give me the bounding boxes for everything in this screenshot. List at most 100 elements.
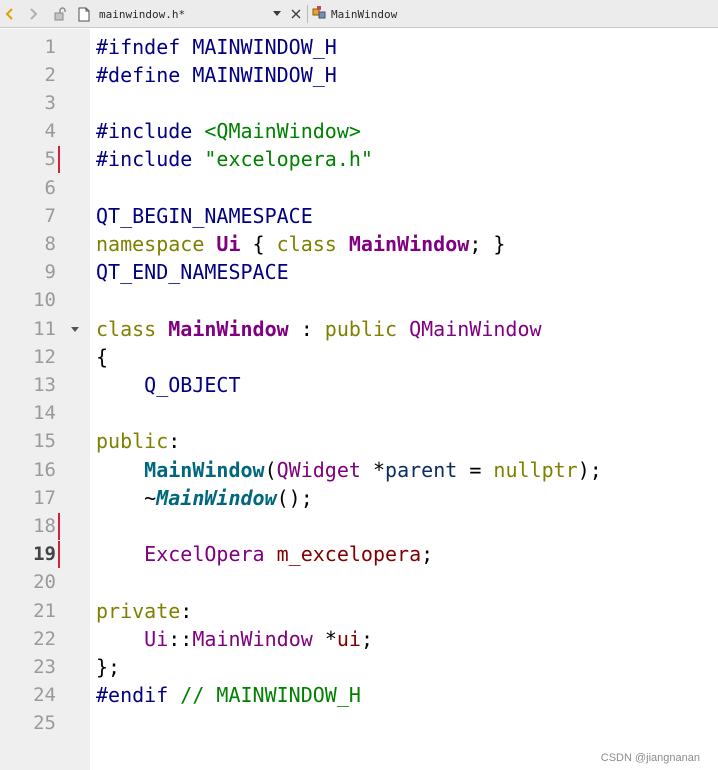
line-number: 25 (33, 712, 56, 735)
code-text-area[interactable] (90, 29, 718, 770)
code-token: // MAINWINDOW_H (180, 683, 361, 708)
code-token: : (168, 429, 181, 454)
code-token: private (96, 598, 181, 623)
code-line[interactable]: 19 ExcelOpera m_excelopera; (0, 540, 718, 569)
code-token: : (288, 316, 325, 341)
code-line[interactable]: 2#define MAINWINDOW_H (0, 61, 718, 89)
code-text: #endif // MAINWINDOW_H (96, 681, 361, 709)
line-number: 16 (33, 458, 56, 481)
code-text: MainWindow(QWidget *parent = nullptr); (96, 456, 602, 484)
code-token: public (96, 429, 169, 454)
code-line[interactable]: 15 public: (0, 427, 718, 455)
line-number: 13 (33, 373, 56, 396)
code-token (96, 627, 144, 651)
code-token: QWidget (276, 457, 361, 482)
code-token: MainWindow (168, 316, 289, 341)
code-line[interactable]: 23}; (0, 653, 718, 681)
code-token: = (457, 457, 494, 482)
chevron-left-icon[interactable] (1, 4, 19, 24)
code-token: <QMainWindow> (204, 119, 361, 144)
document-icon (75, 4, 93, 24)
code-line[interactable]: 13 Q_OBJECT (0, 371, 718, 399)
line-number: 23 (33, 655, 56, 678)
line-number: 20 (33, 571, 56, 594)
code-token: ; (421, 542, 434, 567)
code-line[interactable]: 17 ~MainWindow(); (0, 484, 718, 512)
code-token: MainWindow (156, 485, 277, 510)
code-line[interactable]: 16 MainWindow(QWidget *parent = nullptr)… (0, 456, 718, 484)
close-icon[interactable] (287, 4, 305, 24)
code-line[interactable]: 3 (0, 89, 718, 117)
code-text: ~MainWindow(); (96, 484, 313, 512)
line-number: 3 (44, 91, 56, 114)
code-line[interactable]: 1#ifndef MAINWINDOW_H (0, 33, 718, 61)
code-line[interactable]: 14 (0, 399, 718, 427)
code-token (96, 542, 144, 566)
code-token: ; } (469, 231, 506, 256)
code-text: #define MAINWINDOW_H (96, 61, 337, 89)
code-line[interactable]: 20 (0, 568, 718, 596)
toolbar-divider (307, 5, 308, 23)
code-token: : (180, 598, 193, 623)
code-line[interactable]: 18 (0, 512, 718, 540)
code-token: ( (264, 457, 277, 482)
symbol-name: MainWindow (331, 7, 398, 21)
code-line[interactable]: 12 { (0, 343, 718, 371)
code-text: #ifndef MAINWINDOW_H (96, 33, 337, 61)
file-name: mainwindow.h* (99, 7, 186, 21)
code-token: (); (276, 485, 313, 510)
code-token: MainWindow (144, 457, 265, 482)
code-line[interactable]: 24#endif // MAINWINDOW_H (0, 681, 718, 709)
code-token: Ui (216, 231, 241, 256)
change-marker (58, 512, 60, 540)
code-token: #define MAINWINDOW_H (96, 62, 337, 87)
fold-arrow-icon[interactable] (71, 326, 79, 332)
code-text: #include "excelopera.h" (96, 145, 373, 173)
code-line[interactable]: 9 QT_END_NAMESPACE (0, 258, 718, 286)
code-line[interactable]: 5#include "excelopera.h" (0, 145, 718, 174)
code-text: QT_END_NAMESPACE (96, 258, 289, 286)
line-number: 9 (44, 261, 56, 284)
line-number: 15 (33, 430, 56, 453)
code-token: { (240, 231, 277, 256)
code-token: ui (336, 626, 361, 651)
code-text: class MainWindow : public QMainWindow (96, 315, 542, 343)
code-token: #include (96, 119, 205, 144)
code-token: class (96, 316, 169, 341)
code-text: { (96, 343, 108, 371)
code-token: Q_OBJECT (96, 372, 241, 397)
code-text: public: (96, 427, 180, 455)
code-text: private: (96, 597, 192, 625)
code-token: ; (360, 626, 374, 651)
code-line[interactable]: 22 Ui::MainWindow *ui; (0, 625, 718, 653)
code-token: class (276, 231, 349, 256)
line-number: 11 (33, 317, 56, 340)
file-selector[interactable]: mainwindow.h* (95, 4, 285, 24)
line-number-gutter (0, 29, 90, 770)
code-line[interactable]: 11 class MainWindow : public QMainWindow (0, 315, 718, 343)
code-token: MainWindow (192, 626, 313, 651)
code-token: { (96, 344, 109, 369)
code-line[interactable]: 10 (0, 286, 718, 314)
code-text: QT_BEGIN_NAMESPACE (96, 202, 313, 230)
line-number: 8 (44, 232, 56, 255)
symbol-selector[interactable]: MainWindow (312, 4, 397, 24)
code-token (96, 458, 144, 482)
code-token: #include (96, 147, 205, 172)
line-number: 19 (33, 543, 56, 566)
chevron-right-icon[interactable] (24, 4, 42, 24)
code-line[interactable]: 4#include <QMainWindow> (0, 117, 718, 145)
code-line[interactable]: 25 (0, 709, 718, 737)
code-token: nullptr (493, 457, 578, 482)
line-number: 12 (33, 345, 56, 368)
code-line[interactable]: 6 (0, 174, 718, 202)
code-token: MainWindow (348, 231, 470, 256)
class-icon (312, 5, 328, 23)
code-text: #include <QMainWindow> (96, 117, 361, 145)
code-token: QT_BEGIN_NAMESPACE (96, 203, 313, 228)
